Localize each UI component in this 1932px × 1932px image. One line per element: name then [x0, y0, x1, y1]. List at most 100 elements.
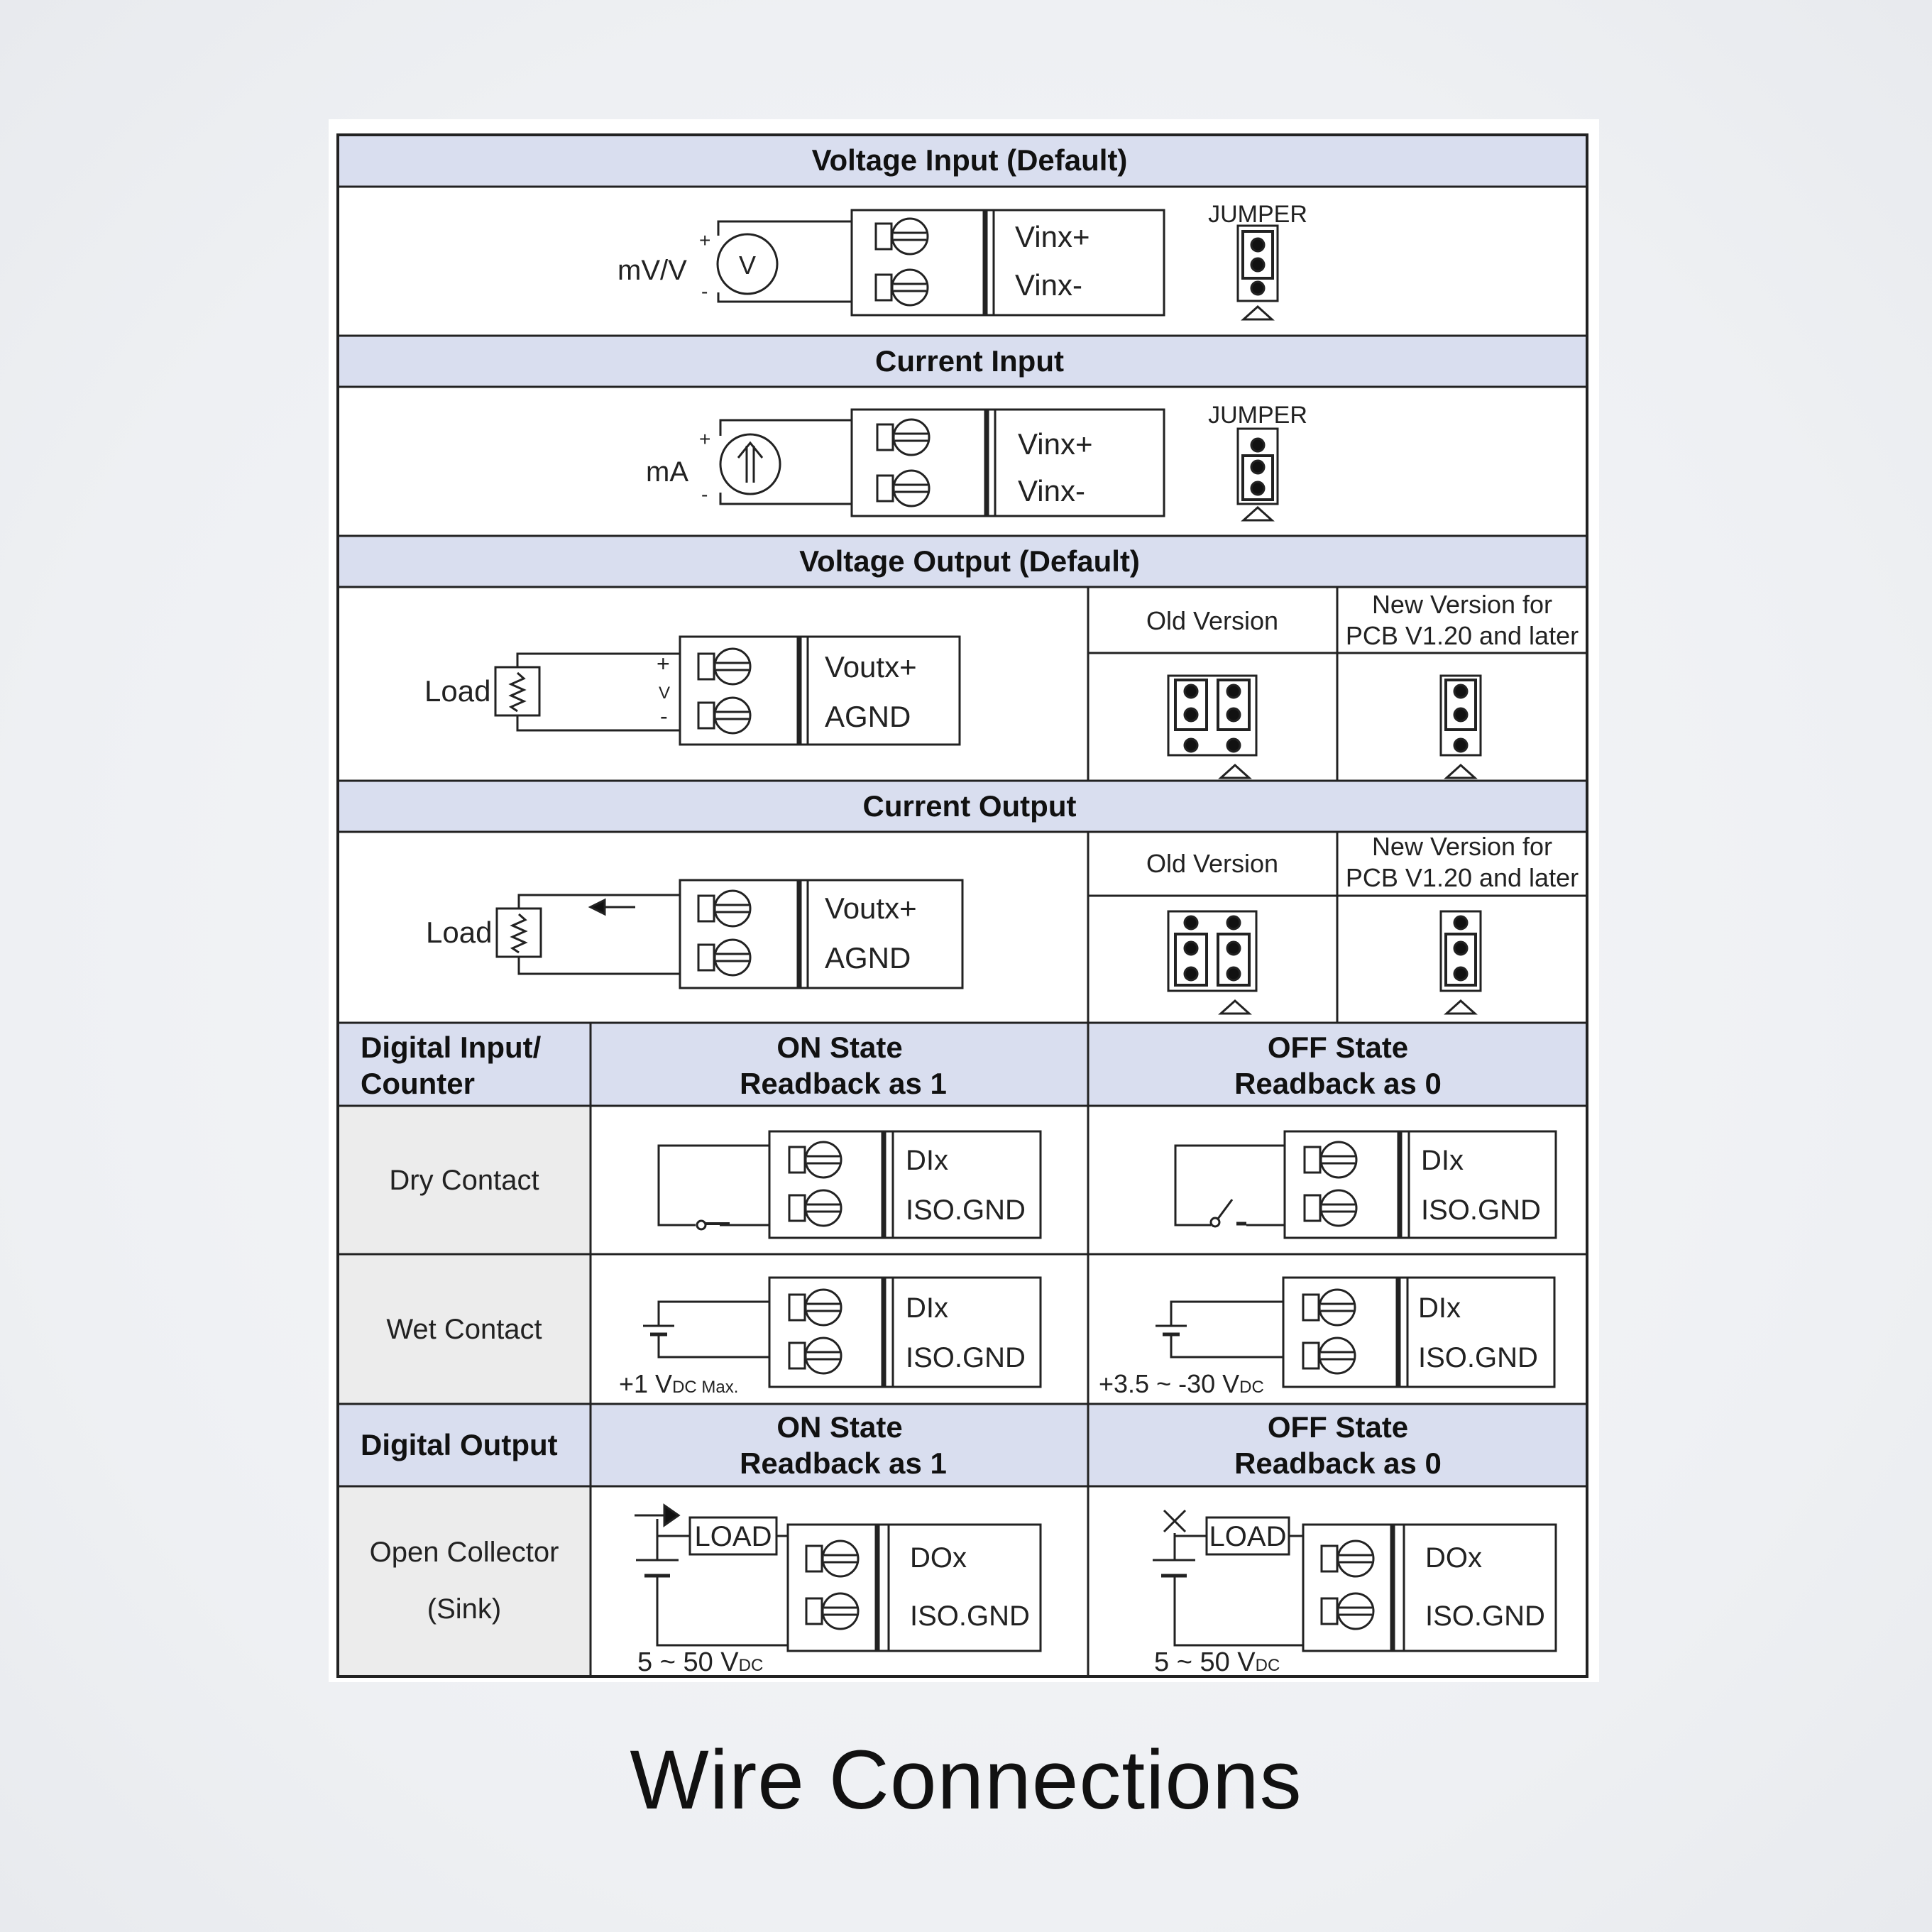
wet-off-voltage: +3.5 ~ -30 VDC [1099, 1369, 1264, 1398]
wet-contact-off-diagram: DIx ISO.GND +3.5 ~ -30 VDC [1099, 1276, 1556, 1398]
do-off-state: OFF State [1268, 1410, 1408, 1444]
voltmeter-symbol [716, 233, 779, 295]
dry-off-terminal-block [1283, 1130, 1557, 1239]
ci-jumper-label: JUMPER [1208, 402, 1307, 429]
dry-on-terminal-top: DIx [906, 1145, 948, 1176]
wet-off-voltage-suffix: DC [1239, 1378, 1264, 1397]
di-off-readback: Readback as 0 [1234, 1067, 1442, 1100]
do-on-state: ON State [776, 1410, 902, 1444]
title-voltage-output: Voltage Output (Default) [799, 544, 1140, 578]
do-on-readback: Readback as 1 [740, 1447, 947, 1480]
wet-on-voltage: +1 VDC Max. [619, 1369, 738, 1398]
table-grid [336, 133, 1588, 1678]
ci-terminal-top: Vinx+ [1018, 427, 1092, 461]
wet-on-terminal-top: DIx [906, 1292, 948, 1324]
open-collector-line1: Open Collector [370, 1537, 559, 1568]
vo-old-version: Old Version [1146, 606, 1278, 635]
dry-contact-on-diagram: DIx ISO.GND [657, 1130, 1042, 1239]
co-terminal-top: Voutx+ [825, 891, 917, 925]
do-on-load-label: LOAD [695, 1521, 772, 1552]
title-voltage-input: Voltage Input (Default) [812, 143, 1128, 177]
dry-off-terminal-bottom: ISO.GND [1421, 1195, 1541, 1226]
wet-off-terminal-bottom: ISO.GND [1418, 1342, 1538, 1373]
header-current-output [338, 781, 1587, 832]
wet-off-terminal-top: DIx [1418, 1292, 1461, 1324]
do-off-supply-suffix: DC [1256, 1656, 1280, 1675]
current-direction-arrow-icon [588, 898, 635, 916]
vi-jumper-icon [1236, 224, 1279, 321]
di-on-readback: Readback as 1 [740, 1067, 947, 1100]
open-collector-line2: (Sink) [427, 1593, 501, 1625]
current-input-diagram: mA + - Vinx+ Vinx- JUMPER [646, 402, 1307, 522]
label-cell-dry [338, 1106, 591, 1254]
label-cell-wet [338, 1254, 591, 1404]
di-on-state: ON State [776, 1031, 902, 1064]
do-on-terminal-top: DOx [910, 1542, 967, 1574]
dry-on-terminal-bottom: ISO.GND [906, 1195, 1026, 1226]
title-current-output: Current Output [863, 789, 1077, 823]
do-off-terminal-top: DOx [1425, 1542, 1482, 1574]
co-old-version: Old Version [1146, 849, 1278, 878]
do-off-diagram: LOAD DOx ISO.GND 5 ~ 50 VDC [1153, 1509, 1557, 1677]
digital-output-header: Digital Output [361, 1428, 558, 1461]
vi-plus: + [699, 229, 710, 251]
wet-on-voltage-suffix: DC Max. [672, 1378, 738, 1397]
co-new-version-line2: PCB V1.20 and later [1346, 863, 1579, 892]
co-old-jumper-icon [1167, 910, 1258, 1015]
vi-terminal-bottom: Vinx- [1015, 268, 1082, 302]
closed-switch-icon [696, 1219, 769, 1231]
vo-old-jumper-icon [1167, 674, 1258, 779]
digital-input-row-labels: Dry Contact Wet Contact [386, 1165, 542, 1345]
co-terminal-block [679, 879, 964, 989]
vo-load-label: Load [424, 674, 490, 708]
co-terminal-bottom: AGND [825, 941, 911, 975]
di-off-state: OFF State [1268, 1031, 1408, 1064]
header-bands [338, 135, 1587, 1676]
vo-new-version-line1: New Version for [1372, 590, 1552, 619]
do-off-terminal-block [1302, 1523, 1557, 1652]
open-switch-icon [1209, 1199, 1285, 1228]
vo-new-version-line2: PCB V1.20 and later [1346, 621, 1579, 650]
vi-source-symbol: V [739, 251, 756, 280]
do-on-diagram: LOAD DOx ISO.GND 5 ~ 50 VDC [635, 1503, 1042, 1677]
ci-source-label: mA [646, 456, 688, 488]
open-collector-label: Open Collector (Sink) [370, 1537, 559, 1625]
vo-plus: + [657, 651, 670, 676]
dry-off-terminal-top: DIx [1421, 1145, 1464, 1176]
do-off-readback: Readback as 0 [1234, 1447, 1442, 1480]
vi-terminal-block [850, 209, 1165, 317]
do-off-supply-voltage: 5 ~ 50 VDC [1154, 1647, 1280, 1677]
header-voltage-input [338, 135, 1587, 187]
vo-new-jumper-icon [1439, 674, 1482, 779]
header-voltage-output [338, 536, 1587, 587]
label-cell-open-collector [338, 1486, 591, 1676]
page-caption: Wire Connections [630, 1733, 1302, 1827]
header-current-input [338, 336, 1587, 387]
ci-terminal-block [850, 408, 1165, 517]
vo-terminal-bottom: AGND [825, 700, 911, 733]
wet-on-terminal-block [768, 1276, 1042, 1388]
header-texts: Voltage Input (Default) Current Input Vo… [361, 143, 1442, 1480]
dry-contact-label: Dry Contact [389, 1165, 539, 1196]
voltage-input-diagram: mV/V + - V Vinx+ Vinx- JUMPER [618, 201, 1307, 321]
title-current-input: Current Input [875, 344, 1064, 378]
do-on-terminal-bottom: ISO.GND [910, 1601, 1030, 1632]
digital-input-header-line1: Digital Input/ [361, 1031, 542, 1064]
wet-off-terminal-block [1282, 1276, 1556, 1388]
current-output-diagram: Load Voutx+ AGND Old Version New Version… [426, 832, 1579, 1015]
do-off-load-label: LOAD [1209, 1521, 1287, 1552]
current-arrow-icon [737, 441, 764, 483]
digital-input-header-line2: Counter [361, 1067, 475, 1100]
co-new-jumper-icon [1439, 910, 1482, 1015]
vi-jumper-label: JUMPER [1208, 201, 1307, 228]
do-on-supply-voltage: 5 ~ 50 VDC [637, 1647, 763, 1677]
do-on-terminal-block [786, 1523, 1042, 1652]
ci-terminal-bottom: Vinx- [1018, 474, 1085, 507]
header-digital-input [338, 1023, 1587, 1106]
transistor-off-cross-icon [1163, 1509, 1187, 1533]
vo-minus: - [660, 703, 668, 729]
do-off-terminal-bottom: ISO.GND [1425, 1601, 1545, 1632]
voltage-output-diagram: Load + V - Voutx+ AGND Old Version New V… [424, 590, 1579, 779]
